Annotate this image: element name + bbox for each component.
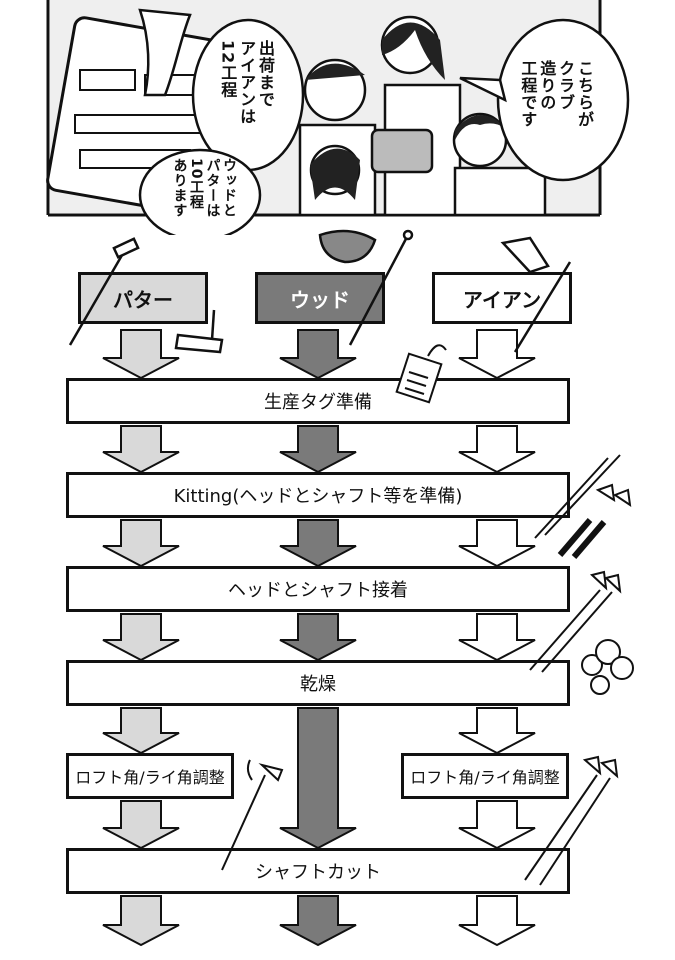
flow-arrow-putter (102, 329, 180, 380)
speech-bubble-right (496, 18, 630, 182)
bubble-line: 12工程 (218, 40, 238, 99)
column-header-wood: ウッド (255, 272, 385, 324)
flow-arrow-iron (458, 613, 536, 662)
bubble-line: あります (171, 158, 188, 218)
flow-arrow-putter (102, 425, 180, 474)
flow-arrow-putter (102, 707, 180, 755)
flow-arrow-wood (279, 425, 357, 474)
step-shaft-cut: シャフトカット (66, 848, 570, 894)
flow-arrow-putter (102, 613, 180, 662)
step-loft-lie-adjust-iron: ロフト角/ライ角調整 (401, 753, 569, 799)
flow-arrow-iron (458, 425, 536, 474)
bubble-text-right: こちらが クラブ 造りの 工程です (518, 60, 594, 128)
step-loft-lie-adjust-putter: ロフト角/ライ角調整 (66, 753, 234, 799)
bubble-text-left-top: 出荷まで アイアンは 12工程 (217, 40, 275, 125)
bubble-line: アイアンは (237, 40, 257, 125)
flow-arrow-wood (279, 613, 357, 662)
step-production-tag: 生産タグ準備 (66, 378, 570, 424)
flow-arrow-wood (279, 895, 357, 947)
step-head-shaft-bonding: ヘッドとシャフト接着 (66, 566, 570, 612)
flow-arrow-iron (458, 800, 536, 850)
column-header-iron: アイアン (432, 272, 572, 324)
step-drying: 乾燥 (66, 660, 570, 706)
characters-group (298, 15, 547, 217)
speech-bubble-left-bottom (138, 148, 262, 235)
bubble-line: クラブ (556, 60, 576, 111)
bubble-line: こちらが (575, 60, 594, 128)
bubble-line: 10工程 (187, 158, 204, 210)
flow-arrow-putter (102, 519, 180, 568)
bubble-line: パターは (204, 158, 221, 218)
flow-arrow-wood (279, 329, 357, 380)
bubble-line: 出荷まで (256, 40, 275, 108)
bubble-text-left-bottom: ウッドと パターは 10工程 あります (171, 158, 237, 218)
illustration-panel (46, 0, 630, 235)
flow-arrow-iron (458, 519, 536, 568)
bubble-line: ウッドと (221, 158, 237, 218)
step-kitting: Kitting(ヘッドとシャフト等を準備) (66, 472, 570, 518)
flow-arrow-putter (102, 895, 180, 947)
flow-arrow-iron (458, 707, 536, 755)
bubble-line: 造りの (537, 60, 557, 111)
flow-arrow-iron (458, 895, 536, 947)
flow-arrow-putter (102, 800, 180, 850)
flow-arrow-wood (279, 707, 357, 850)
column-header-putter: パター (78, 272, 208, 324)
bubble-line: 工程です (518, 60, 538, 128)
flow-arrow-wood (279, 519, 357, 568)
flow-arrow-iron (458, 329, 536, 380)
